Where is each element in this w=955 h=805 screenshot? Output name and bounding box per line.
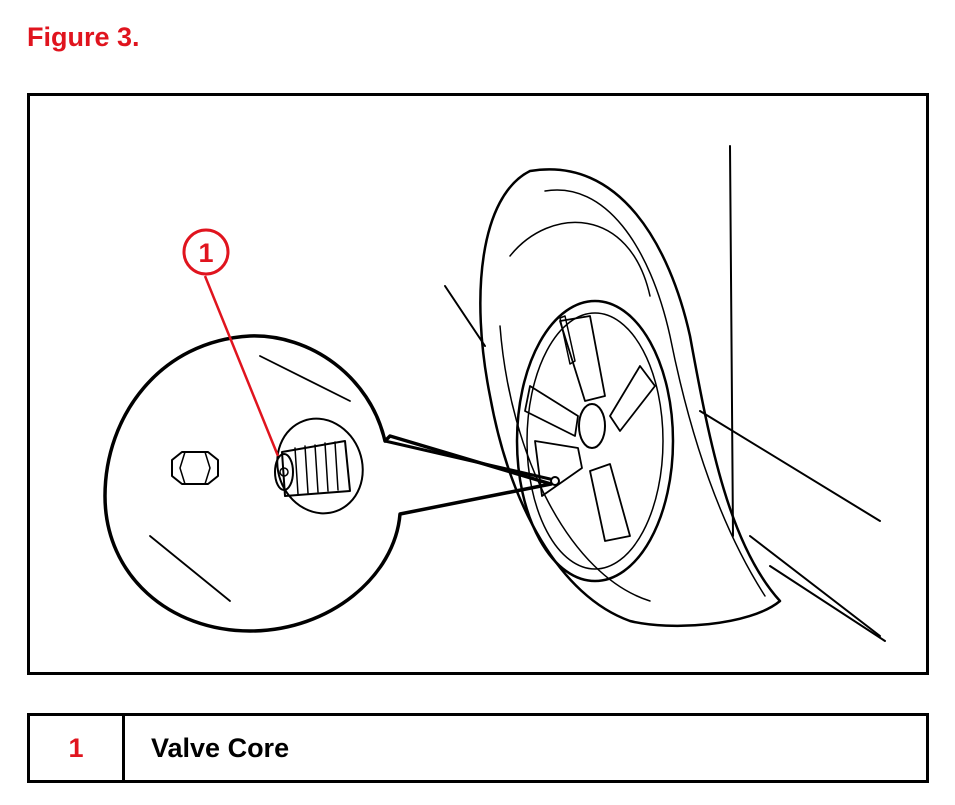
rim-slot <box>559 315 576 365</box>
valve-threads <box>281 440 351 497</box>
body-line <box>699 410 881 522</box>
callout-number-circle <box>182 228 230 276</box>
tire-outer <box>479 168 782 628</box>
body-line-lower <box>749 535 881 637</box>
rim-spoke-3 <box>534 440 583 497</box>
fender-line <box>729 145 734 537</box>
callout-number: 1 <box>198 238 213 268</box>
rim-spoke-5 <box>609 365 656 432</box>
pointer-line-top <box>383 439 552 481</box>
valve-stem-on-rim <box>550 476 560 486</box>
valve-base-ellipse <box>276 417 364 515</box>
rim-outer <box>515 299 675 583</box>
rim-hub <box>578 403 606 449</box>
rim-spoke-1 <box>559 315 606 402</box>
rim-inner <box>526 312 664 570</box>
body-line-bottom <box>769 565 886 642</box>
tire-tread-1 <box>544 189 766 597</box>
legend-number: 1 <box>30 716 125 780</box>
legend-table: 1 Valve Core <box>27 713 929 783</box>
rim-spoke-4 <box>589 463 631 542</box>
tire-tread-2 <box>509 221 651 297</box>
callout-leader-line <box>203 275 280 457</box>
figure-title: Figure 3. <box>27 22 140 52</box>
valve-core-opening <box>274 453 294 491</box>
tire-sidewall <box>499 325 651 602</box>
rim-spoke-2 <box>524 385 579 437</box>
magnified-view-bubble <box>103 334 553 633</box>
legend-label: Valve Core <box>151 732 290 763</box>
figure-illustration-frame: 1 <box>27 93 929 675</box>
mudflap-line <box>444 285 486 347</box>
wheel-valve-diagram: 1 <box>103 145 886 642</box>
valve-cap-icon <box>171 451 219 485</box>
